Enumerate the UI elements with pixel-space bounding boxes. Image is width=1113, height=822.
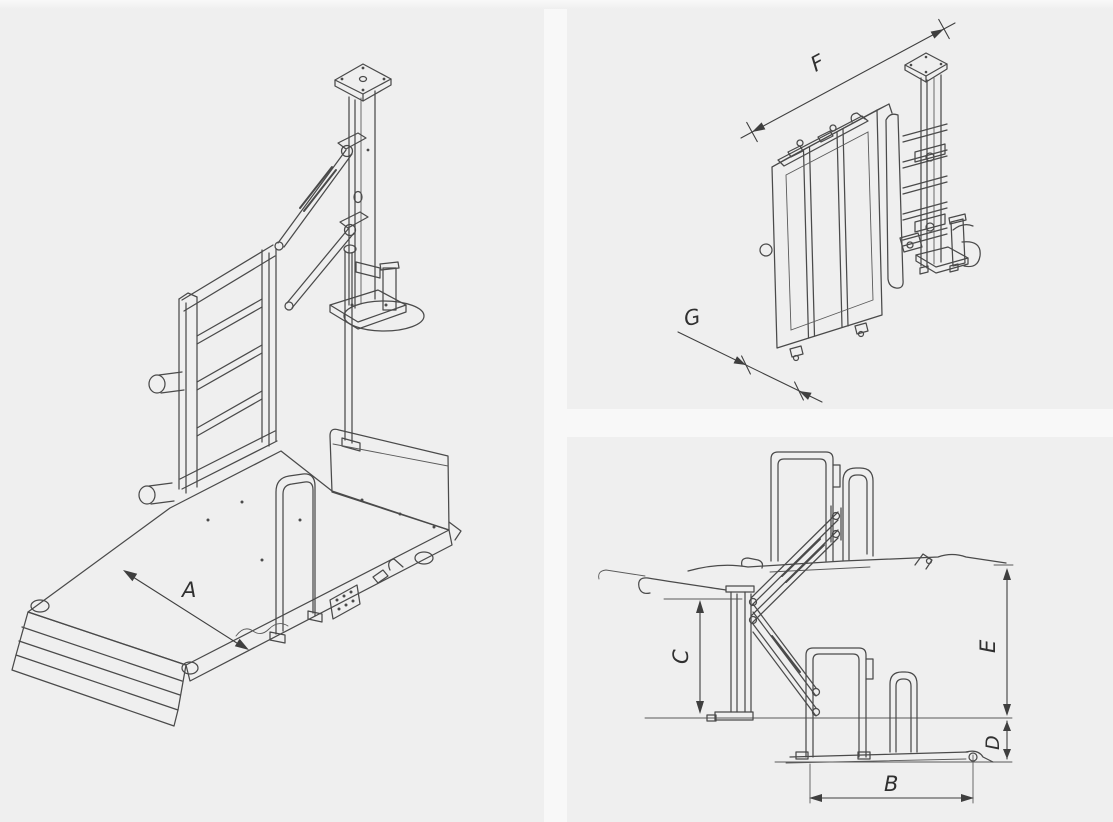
dimension-label-b: B (884, 772, 898, 796)
dimension-label-g: G (682, 304, 703, 331)
mast-base (329, 261, 425, 332)
lower-lift-arm (284, 211, 369, 311)
dimension-a: A (123, 570, 249, 650)
view-folded-isometric: F G (567, 0, 1113, 409)
top-edge-highlight (0, 0, 1113, 9)
dimension-e: E (976, 568, 1011, 716)
raised-platform (687, 451, 1007, 573)
dimension-label-a: A (180, 578, 196, 602)
dimension-label-c: C (669, 649, 693, 664)
dimension-d: D (982, 720, 1011, 760)
folded-side-rail (885, 113, 904, 289)
dimension-label-d: D (982, 735, 1004, 750)
panel-divider-horizontal (544, 409, 1113, 437)
folded-platform (759, 103, 893, 362)
dimension-label-f: F (807, 49, 830, 76)
folded-view-drawing: F G (677, 18, 981, 403)
upper-lift-arm (274, 132, 367, 251)
platform-side-wall (329, 428, 450, 531)
folded-linkage (902, 123, 948, 247)
view-deployed-isometric: A (0, 0, 544, 822)
dimension-b: B (809, 754, 974, 804)
dimension-g: G (677, 304, 823, 403)
side-lift-arms (748, 505, 842, 717)
dimension-c: C (669, 600, 704, 714)
view-side-elevation: C (567, 437, 1113, 822)
gate-latch-handles (138, 371, 185, 505)
side-view-drawing: C (598, 451, 1014, 804)
deployed-view-drawing: A (11, 63, 462, 727)
lowered-platform (785, 647, 994, 764)
dimension-label-e: E (976, 639, 1000, 653)
folded-mast (899, 52, 948, 269)
mast-top-plate (334, 63, 392, 102)
entry-ramp (11, 599, 199, 727)
hanger-bars (341, 244, 361, 452)
gate-frame (178, 244, 278, 494)
folded-mast-base (915, 213, 981, 275)
side-mast (598, 569, 755, 722)
